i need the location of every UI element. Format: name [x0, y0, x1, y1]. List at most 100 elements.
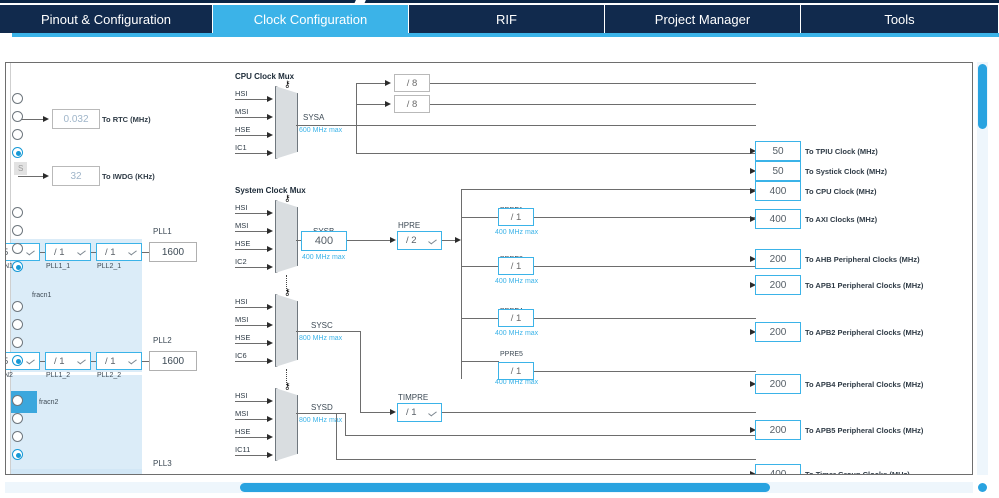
sysc-max-label: 800 MHz max — [299, 335, 343, 342]
tab-rif[interactable]: RIF — [409, 5, 605, 33]
wire-pll2-a — [40, 361, 46, 362]
sys-mux-radio-hse[interactable] — [12, 243, 23, 254]
sysc-clock-mux[interactable] — [275, 294, 298, 367]
pll2-div1-select[interactable]: / 1 — [45, 352, 91, 370]
arrow-sys-ic2 — [267, 263, 273, 270]
tab-project-manager[interactable]: Project Manager — [605, 5, 801, 33]
clock-tree-canvas[interactable]: 0.032 To RTC (MHz) S 32 To IWDG (KHz) 5 … — [5, 62, 973, 475]
rtc-output-label: To RTC (MHz) — [102, 115, 151, 124]
wire-ppre4-out — [534, 318, 756, 319]
pll1-div2-label: PLL2_1 — [97, 263, 122, 270]
cpu-mux-radio-hsi[interactable] — [12, 93, 23, 104]
sysd-mux-radio-msi[interactable] — [12, 413, 23, 424]
sysd-clock-mux[interactable] — [275, 388, 298, 461]
output-value-field[interactable]: 200 — [755, 374, 801, 394]
wire-sysc-to-timpre — [360, 412, 391, 413]
key-icon[interactable]: ⚷ — [284, 287, 291, 297]
pll3-output-field[interactable]: 1600 — [149, 474, 197, 475]
ppre4-box[interactable]: / 1 — [498, 309, 534, 327]
wire-ppre1-out — [534, 217, 756, 218]
output-label: To APB2 Peripheral Clocks (MHz) — [805, 328, 924, 337]
wire-sysc-out — [296, 331, 361, 332]
arrow-sysc-msi — [267, 321, 273, 328]
output-value-field[interactable]: 200 — [755, 322, 801, 342]
cpu-mux-radio-msi[interactable] — [12, 111, 23, 122]
sysb-value-field[interactable]: 400 — [301, 231, 347, 251]
arrow-div8a — [385, 79, 391, 86]
sysc-mux-radio-msi[interactable] — [12, 319, 23, 330]
sysc-mux-radio-ic6[interactable] — [12, 355, 23, 366]
horizontal-scrollbar-thumb[interactable] — [240, 483, 770, 492]
cpu-mux-radio-ic1[interactable] — [12, 147, 23, 158]
ppre5-box[interactable]: / 1 — [498, 362, 534, 380]
wire-sysd-down1 — [345, 413, 346, 436]
sysd-mux-radio-hse[interactable] — [12, 431, 23, 442]
wire-to-ppre5 — [461, 361, 499, 362]
vertical-scrollbar-thumb[interactable] — [978, 64, 987, 129]
div8-b-box[interactable]: / 8 — [394, 95, 430, 113]
sysd-mux-radio-hsi[interactable] — [12, 395, 23, 406]
hpre-select[interactable]: / 2 — [397, 231, 442, 250]
output-value-field[interactable]: 200 — [755, 420, 801, 440]
sys-mux-radio-hsi[interactable] — [12, 207, 23, 218]
chevron-down-icon — [77, 357, 86, 365]
sys-mux-radio-ic2[interactable] — [12, 261, 23, 272]
chevron-down-icon — [77, 248, 86, 256]
window-top-accent-notch — [354, 0, 366, 4]
timpre-select[interactable]: / 1 — [397, 403, 442, 422]
arrow-timpre — [390, 408, 396, 415]
sysd-mux-radio-ic11[interactable] — [12, 449, 23, 460]
wire-ppre5-out — [534, 371, 756, 372]
clock-toolbar: Resolve Clock Issues — [0, 37, 999, 95]
output-value-field[interactable]: 50 — [755, 141, 801, 161]
pll2-output-field[interactable]: 1600 — [149, 351, 197, 371]
rtc-value-field[interactable]: 0.032 — [52, 109, 100, 129]
output-label: To CPU Clock (MHz) — [805, 187, 877, 196]
wire-axi — [356, 153, 756, 154]
sysc-mux-radio-hsi[interactable] — [12, 301, 23, 312]
key-icon[interactable]: ⚷ — [284, 381, 291, 391]
pll1-div1-value: / 1 — [54, 246, 65, 258]
output-value-field[interactable]: 200 — [755, 275, 801, 295]
output-label: To AXI Clocks (MHz) — [805, 215, 878, 224]
system-clock-mux-title: System Clock Mux — [235, 186, 306, 195]
iwdg-value-field[interactable]: 32 — [52, 166, 100, 186]
ppre2-box[interactable]: / 1 — [498, 257, 534, 275]
pll1-div1-select[interactable]: / 1 — [45, 243, 91, 261]
cpu-clock-mux[interactable] — [275, 86, 298, 159]
output-value-field[interactable]: 200 — [755, 249, 801, 269]
arrow-output-4 — [750, 255, 756, 262]
ppre1-box[interactable]: / 1 — [498, 208, 534, 226]
sysc-mux-radio-hse[interactable] — [12, 337, 23, 348]
vertical-scrollbar-track[interactable] — [977, 62, 988, 475]
wire-sysa-down — [356, 125, 357, 153]
pll1-div2-select[interactable]: / 1 — [96, 243, 142, 261]
pll1-output-field[interactable]: 1600 — [149, 242, 197, 262]
output-value-field[interactable]: 400 — [755, 181, 801, 201]
cpu-mux-radio-hse[interactable] — [12, 129, 23, 140]
pll1-title: PLL1 — [153, 227, 172, 236]
output-value-field[interactable]: 400 — [755, 464, 801, 474]
wire-ppre2-out — [534, 266, 756, 267]
tab-tools[interactable]: Tools — [801, 5, 999, 33]
wire-ahb-bus — [461, 189, 462, 379]
pll2-div2-select[interactable]: / 1 — [96, 352, 142, 370]
div8-a-box[interactable]: / 8 — [394, 74, 430, 92]
wire-cpu-msi — [235, 117, 269, 118]
key-icon[interactable]: ⚷ — [284, 79, 291, 89]
system-clock-mux[interactable] — [275, 200, 298, 273]
wire-hpre-out — [442, 240, 456, 241]
sys-mux-radio-msi[interactable] — [12, 225, 23, 236]
tab-clock-configuration[interactable]: Clock Configuration — [213, 5, 409, 33]
key-icon[interactable]: ⚷ — [284, 193, 291, 203]
tab-pinout-configuration[interactable]: Pinout & Configuration — [0, 5, 213, 33]
output-value-field[interactable]: 50 — [755, 161, 801, 181]
output-value-field[interactable]: 400 — [755, 209, 801, 229]
output-label: To Systick Clock (MHz) — [805, 167, 887, 176]
wire-cpu-hse — [235, 135, 269, 136]
scrollbar-corner — [978, 483, 987, 492]
chevron-down-icon — [428, 409, 437, 416]
arrow-output-0 — [750, 147, 756, 154]
wire-sysa-main — [296, 125, 756, 126]
